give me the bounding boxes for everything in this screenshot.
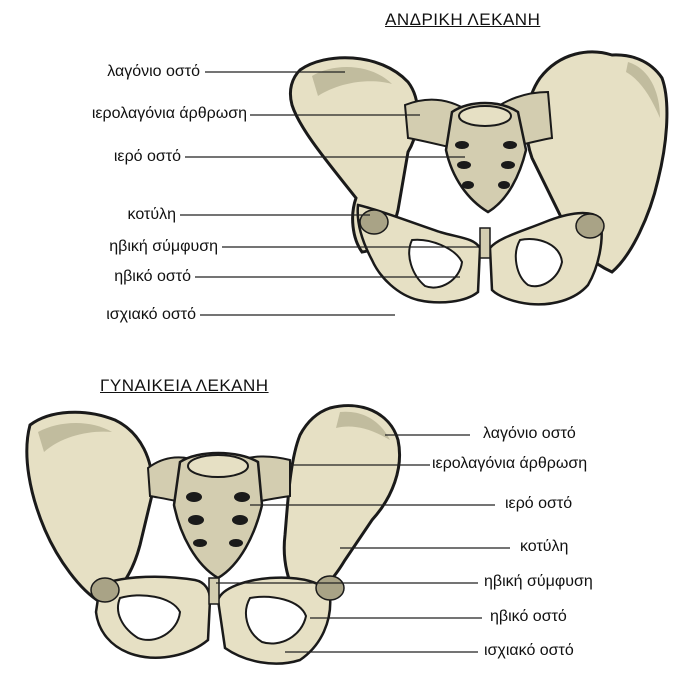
male-pelvis-drawing bbox=[290, 52, 667, 304]
male-label-acetabulum: κοτύλη bbox=[128, 206, 176, 224]
female-label-ischium: ισχιακό οστό bbox=[484, 642, 574, 660]
male-label-ilium: λαγόνιο οστό bbox=[107, 63, 200, 81]
female-label-sacroiliac-joint: ιερολαγόνια άρθρωση bbox=[432, 455, 587, 473]
male-label-ischium: ισχιακό οστό bbox=[106, 306, 196, 324]
male-label-sacroiliac-joint: ιερολαγόνια άρθρωση bbox=[92, 105, 247, 123]
male-label-sacrum: ιερό οστό bbox=[114, 148, 181, 166]
female-pelvis-title: ΓΥΝΑΙΚΕΙΑ ΛΕΚΑΝΗ bbox=[100, 376, 269, 396]
female-label-sacrum: ιερό οστό bbox=[505, 495, 572, 513]
female-label-acetabulum: κοτύλη bbox=[520, 538, 568, 556]
male-label-pubis: ηβικό οστό bbox=[114, 268, 191, 286]
female-pelvis-drawing bbox=[27, 406, 400, 664]
female-label-pubic-symphysis: ηβική σύμφυση bbox=[484, 573, 593, 591]
female-label-ilium: λαγόνιο οστό bbox=[483, 425, 576, 443]
female-label-pubis: ηβικό οστό bbox=[490, 608, 567, 626]
male-pelvis-title: ΑΝΔΡΙΚΗ ΛΕΚΑΝΗ bbox=[385, 10, 540, 30]
male-label-pubic-symphysis: ηβική σύμφυση bbox=[109, 238, 218, 256]
